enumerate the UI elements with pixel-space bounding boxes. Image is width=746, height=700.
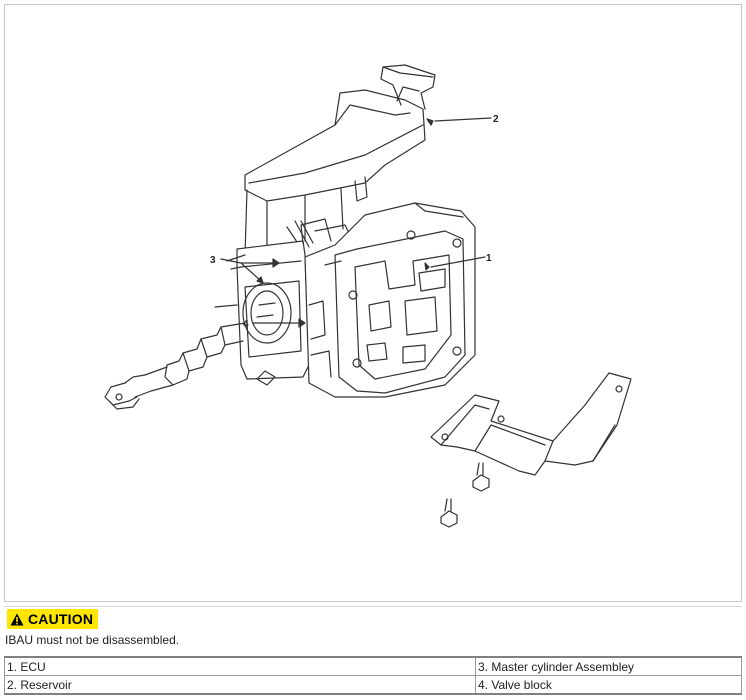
legend-cell: 4. Valve block <box>475 675 742 695</box>
warning-triangle-icon <box>10 613 24 625</box>
callout-3: 3 <box>210 255 216 266</box>
caution-message: IBAU must not be disassembled. <box>5 633 180 647</box>
legend-cell: 3. Master cylinder Assembley <box>475 656 742 676</box>
push-rod-boot-drawing <box>104 322 246 410</box>
table-row: 1. ECU 3. Master cylinder Assembley <box>4 656 742 676</box>
ecu-valve-block-drawing <box>304 202 476 398</box>
callout-1: 1 <box>486 253 492 264</box>
caution-section: CAUTION <box>4 606 742 631</box>
caution-label: CAUTION <box>28 611 94 627</box>
diagram-figure: 1 2 3 4 <box>4 4 742 602</box>
legend-cell: 2. Reservoir <box>4 675 476 695</box>
caution-badge: CAUTION <box>7 609 99 629</box>
legend-cell: 1. ECU <box>4 656 476 676</box>
ibau-exploded-diagram: 1 2 3 4 <box>104 64 632 528</box>
callout-2: 2 <box>493 114 499 125</box>
reservoir-drawing <box>244 64 436 256</box>
mounting-nuts-drawing <box>440 462 490 528</box>
bracket-drawing <box>430 372 632 476</box>
callout-4: 4 <box>243 319 249 330</box>
parts-legend-table: 1. ECU 3. Master cylinder Assembley 2. R… <box>4 656 742 695</box>
leader-lines <box>220 117 492 328</box>
table-row: 2. Reservoir 4. Valve block <box>4 675 742 695</box>
